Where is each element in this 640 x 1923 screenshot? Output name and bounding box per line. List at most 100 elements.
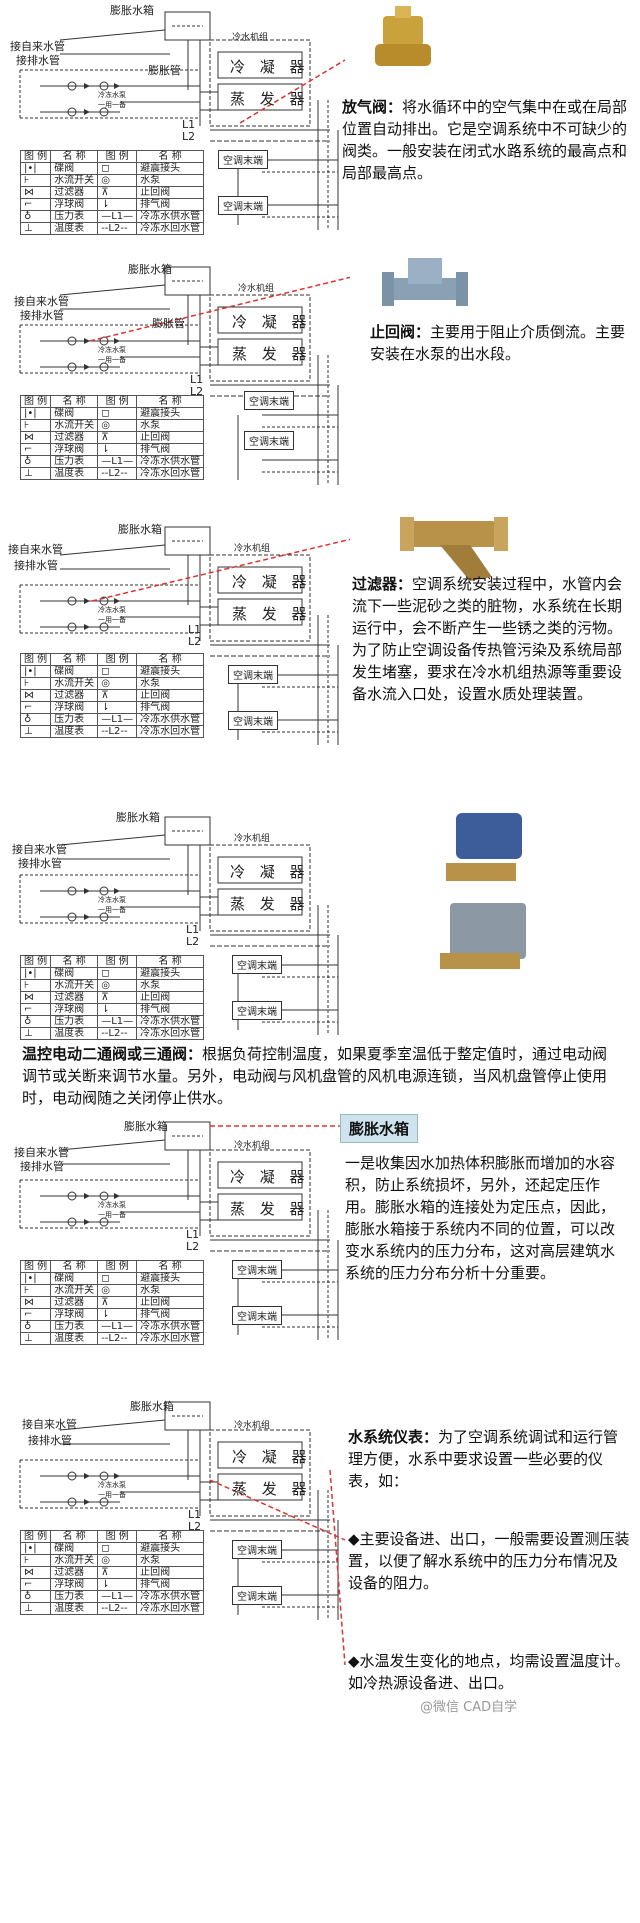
ac-terminal-2: 空调末端 (232, 1001, 282, 1020)
pointer-line (239, 59, 346, 124)
y-strainer-icon (400, 517, 508, 581)
legend-symbol: ⊦ (19, 174, 52, 187)
legend-name: 止回阀 (136, 1566, 205, 1579)
legend-symbol: ♁ (19, 1590, 52, 1603)
legend-symbol: --L2-- (97, 725, 138, 738)
legend-row: ⊦水流开关◎水泵 (19, 1284, 205, 1297)
legend-name: 水流开关 (50, 677, 99, 690)
legend-name: 温度表 (50, 1027, 99, 1040)
legend-header-cell: 图 例 (97, 955, 138, 968)
legend-header-cell: 图 例 (19, 1530, 52, 1543)
legend-row: ⌐浮球阀⇂排气阀 (19, 1003, 205, 1016)
legend-name: 冷冻水供水管 (136, 1320, 205, 1333)
legend-header-row: 图 例名 称图 例名 称 (19, 150, 205, 163)
legend-row: ⊥温度表--L2--冷冻水回水管 (19, 1332, 205, 1345)
legend-symbol: --L2-- (97, 222, 138, 235)
l2-label: L2 (186, 935, 200, 948)
pump-label: 冷冻水泵 (98, 91, 126, 99)
legend-row: ⊥温度表--L2--冷冻水回水管 (19, 725, 205, 738)
ac-terminal-1: 空调末端 (218, 150, 268, 169)
strainer-title: 过滤器： (352, 575, 413, 593)
legend-row: |•|碟阀◻避震接头 (19, 162, 205, 175)
legend-name: 止回阀 (136, 689, 205, 702)
legend-symbol: --L2-- (97, 1332, 138, 1345)
legend-name: 浮球阀 (50, 1578, 99, 1591)
legend-name: 冷冻水回水管 (136, 222, 205, 235)
legend-row: ♁压力表—L1—冷冻水供水管 (19, 1590, 205, 1603)
legend-row: ⊦水流开关◎水泵 (19, 979, 205, 992)
legend-name: 冷冻水回水管 (136, 1332, 205, 1345)
legend-name: 避震接头 (136, 407, 205, 420)
legend-name: 避震接头 (136, 665, 205, 678)
legend-name: 压力表 (50, 1015, 99, 1028)
schematic-diagram (19, 11, 346, 231)
legend-name: 冷冻水回水管 (136, 1602, 205, 1615)
air-vent-text: 将水循环中的空气集中在或在局部位置自动排出。它是空调系统中不可缺少的阀类。一般安… (342, 98, 628, 182)
legend-symbol: ⇂ (97, 198, 138, 211)
legend-symbol: —L1— (97, 1590, 138, 1603)
legend-symbol: ⋈ (19, 991, 52, 1004)
legend-row: ⊥温度表--L2--冷冻水回水管 (19, 1602, 205, 1615)
legend-name: 浮球阀 (50, 1308, 99, 1321)
supply-inlet-label: 接自来水管 (14, 295, 69, 308)
legend-name: 冷冻水回水管 (136, 1027, 205, 1040)
legend-row: ⌐浮球阀⇂排气阀 (19, 1308, 205, 1321)
ac-terminal-1: 空调末端 (232, 1260, 282, 1279)
legend-header-cell: 图 例 (97, 395, 138, 408)
supply-inlet-label: 接自来水管 (12, 843, 67, 856)
legend-symbol: --L2-- (97, 1602, 138, 1615)
ac-terminal-2: 空调末端 (232, 1586, 282, 1605)
l1-label: L1 (182, 118, 196, 131)
legend-header-cell: 名 称 (136, 1260, 205, 1273)
legend-table: 图 例名 称图 例名 称|•|碟阀◻避震接头⊦水流开关◎水泵⋈过滤器⊼止回阀⌐浮… (19, 150, 205, 235)
legend-symbol: ⇂ (97, 1578, 138, 1591)
legend-symbol: ◻ (97, 162, 138, 175)
panel-check-valve: 膨胀水箱 接自来水管 接排水管 膨胀管 冷水机组 冷 凝 器 蒸 发 器 冷冻水… (0, 245, 640, 505)
evaporator-label: 蒸 发 器 (230, 1200, 310, 1218)
l2-label: L2 (186, 1240, 200, 1253)
legend-header-cell: 名 称 (136, 1530, 205, 1543)
legend-symbol: ♁ (19, 1015, 52, 1028)
legend-symbol: ◻ (97, 407, 138, 420)
legend-symbol: ⇂ (97, 443, 138, 456)
legend-name: 避震接头 (136, 1542, 205, 1555)
panel-air-vent: 膨胀水箱 接自来水管 接排水管 膨胀管 冷水机组 冷 凝 器 蒸 发 器 冷冻水… (0, 0, 640, 245)
legend-name: 温度表 (50, 1602, 99, 1615)
legend-name: 过滤器 (50, 1296, 99, 1309)
l2-label: L2 (182, 130, 196, 143)
legend-name: 冷冻水供水管 (136, 713, 205, 726)
legend-name: 止回阀 (136, 1296, 205, 1309)
legend-symbol: ⊦ (19, 419, 52, 432)
legend-symbol: ⊥ (19, 467, 52, 480)
legend-symbol: ⇂ (97, 701, 138, 714)
ac-terminal-1: 空调末端 (228, 665, 278, 684)
legend-name: 排气阀 (136, 1578, 205, 1591)
drain-outlet-label: 接排水管 (16, 54, 60, 67)
legend-symbol: ♁ (19, 1320, 52, 1333)
condenser-label: 冷 凝 器 (230, 863, 310, 881)
air-vent-title: 放气阀： (342, 98, 403, 116)
pointer-line (329, 1469, 346, 1666)
watermark: @微信 CAD自学 (420, 1700, 518, 1715)
legend-name: 过滤器 (50, 689, 99, 702)
legend-row: ♁压力表—L1—冷冻水供水管 (19, 713, 205, 726)
drain-outlet-label: 接排水管 (20, 1160, 64, 1173)
legend-symbol: ◎ (97, 979, 138, 992)
expansion-tank-tag: 膨胀水箱 (340, 1114, 419, 1143)
condenser-label: 冷 凝 器 (230, 1168, 310, 1186)
legend-row: ⊥温度表--L2--冷冻水回水管 (19, 222, 205, 235)
chiller-unit-label: 冷水机组 (234, 1421, 271, 1431)
legend-symbol: ⇂ (97, 1308, 138, 1321)
legend-row: ⊥温度表--L2--冷冻水回水管 (19, 1027, 205, 1040)
ac-terminal-1: 空调末端 (232, 955, 282, 974)
legend-row: ⋈过滤器⊼止回阀 (19, 689, 205, 702)
legend-symbol: ◻ (97, 1542, 138, 1555)
legend-name: 浮球阀 (50, 198, 99, 211)
legend-row: ♁压力表—L1—冷冻水供水管 (19, 455, 205, 468)
legend-header-cell: 图 例 (19, 150, 52, 163)
legend-name: 水流开关 (50, 1284, 99, 1297)
legend-symbol: ⇂ (97, 1003, 138, 1016)
schematic-diagram (19, 266, 350, 486)
panel-instruments: 膨胀水箱 接自来水管 接排水管 冷水机组 冷 凝 器 蒸 发 器 冷冻水泵 一用… (0, 1380, 640, 1923)
legend-name: 排气阀 (136, 701, 205, 714)
